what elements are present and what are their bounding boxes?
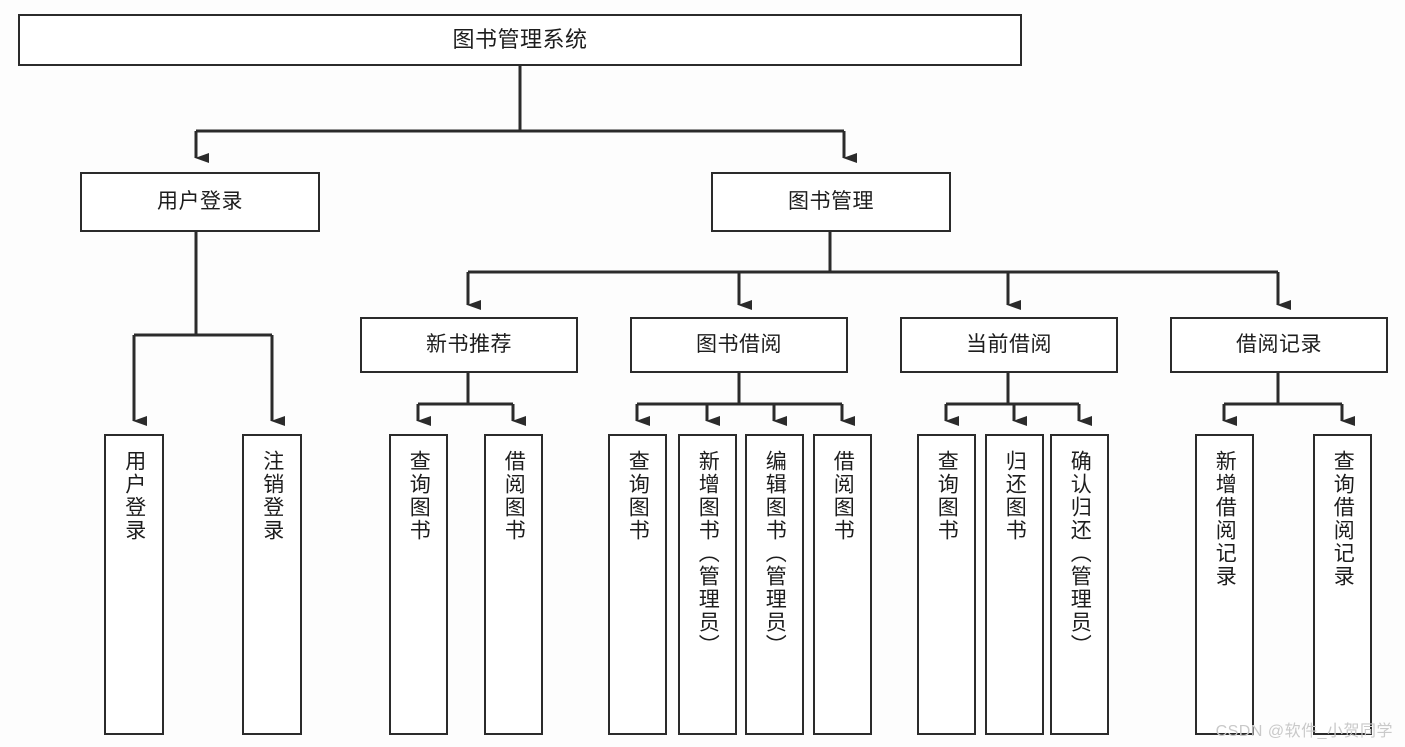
node-leaf-query-book-1[interactable]: 查询图书	[389, 434, 448, 735]
node-leaf-borrow-book-1-label: 借阅图书	[502, 450, 526, 542]
node-root[interactable]: 图书管理系统	[18, 14, 1022, 66]
node-current-borrow-label: 当前借阅	[966, 332, 1052, 356]
node-leaf-return-book[interactable]: 归还图书	[985, 434, 1044, 735]
node-book-borrow-label: 图书借阅	[696, 332, 782, 356]
node-user-login[interactable]: 用户登录	[80, 172, 320, 232]
node-leaf-user-login[interactable]: 用户登录	[104, 434, 164, 735]
node-leaf-confirm-return-label: 确认归还（管理员）	[1068, 450, 1092, 657]
node-leaf-user-login-label: 用户登录	[122, 450, 146, 542]
node-leaf-add-book[interactable]: 新增图书（管理员）	[678, 434, 737, 735]
node-leaf-add-record-label: 新增借阅记录	[1213, 450, 1237, 588]
node-leaf-borrow-book-2-label: 借阅图书	[831, 450, 855, 542]
node-new-book-recommend-label: 新书推荐	[426, 332, 512, 356]
node-book-management-label: 图书管理	[788, 189, 874, 213]
node-leaf-edit-book[interactable]: 编辑图书（管理员）	[745, 434, 804, 735]
node-leaf-query-book-2-label: 查询图书	[626, 450, 650, 542]
node-current-borrow[interactable]: 当前借阅	[900, 317, 1118, 373]
node-user-login-label: 用户登录	[157, 189, 243, 213]
node-book-borrow[interactable]: 图书借阅	[630, 317, 848, 373]
node-leaf-query-book-1-label: 查询图书	[407, 450, 431, 542]
node-leaf-confirm-return[interactable]: 确认归还（管理员）	[1050, 434, 1109, 735]
node-leaf-logout-login-label: 注销登录	[260, 450, 284, 542]
node-borrow-record-label: 借阅记录	[1236, 332, 1322, 356]
node-new-book-recommend[interactable]: 新书推荐	[360, 317, 578, 373]
node-leaf-add-book-label: 新增图书（管理员）	[696, 450, 720, 657]
node-book-management[interactable]: 图书管理	[711, 172, 951, 232]
node-leaf-add-record[interactable]: 新增借阅记录	[1195, 434, 1254, 735]
node-leaf-borrow-book-2[interactable]: 借阅图书	[813, 434, 872, 735]
node-leaf-query-book-3-label: 查询图书	[935, 450, 959, 542]
node-leaf-query-record-label: 查询借阅记录	[1331, 450, 1355, 588]
node-borrow-record[interactable]: 借阅记录	[1170, 317, 1388, 373]
node-leaf-query-book-2[interactable]: 查询图书	[608, 434, 667, 735]
node-leaf-query-book-3[interactable]: 查询图书	[917, 434, 976, 735]
node-leaf-edit-book-label: 编辑图书（管理员）	[763, 450, 787, 657]
node-leaf-return-book-label: 归还图书	[1003, 450, 1027, 542]
node-root-label: 图书管理系统	[452, 27, 588, 53]
node-leaf-query-record[interactable]: 查询借阅记录	[1313, 434, 1372, 735]
node-leaf-borrow-book-1[interactable]: 借阅图书	[484, 434, 543, 735]
watermark: CSDN @软件_小贺同学	[1215, 723, 1393, 740]
node-leaf-logout-login[interactable]: 注销登录	[242, 434, 302, 735]
